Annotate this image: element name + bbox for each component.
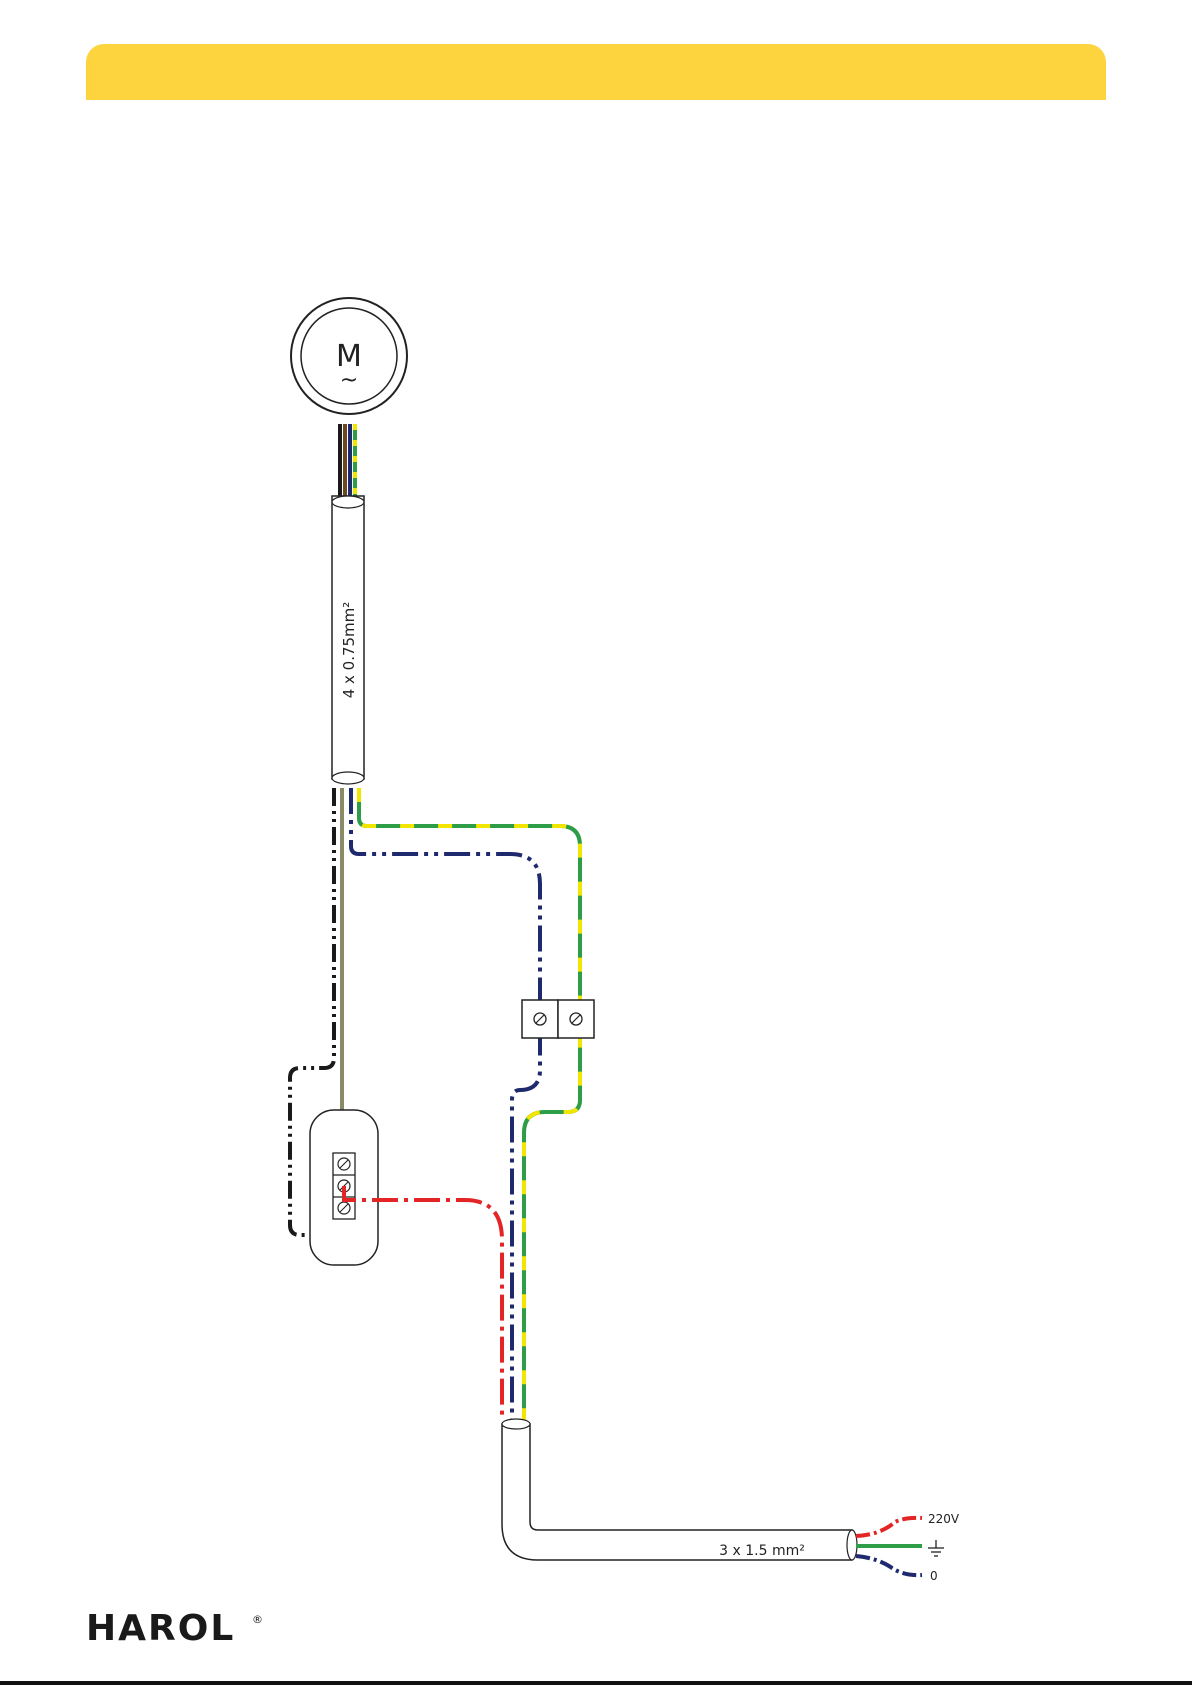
motor-cable-label: 4 x 0.75mm² [340, 602, 358, 699]
earth-ground-icon [928, 1540, 944, 1556]
neutral-wire [351, 788, 540, 1420]
registered-mark: ® [252, 1613, 263, 1626]
motor-lead-wires [340, 424, 355, 496]
live-terminal-label: 220V [928, 1512, 960, 1526]
motor-cable: 4 x 0.75mm² [332, 496, 364, 784]
motor-wave-label: ~ [340, 368, 358, 393]
neutral-terminal-label: 0 [930, 1569, 938, 1583]
terminal-block [522, 1000, 594, 1038]
supply-cable-label: 3 x 1.5 mm² [719, 1543, 805, 1559]
supply-wire-ends [856, 1518, 922, 1575]
brand-logo: HAROL [86, 1608, 235, 1649]
supply-cable: 3 x 1.5 mm² [502, 1419, 857, 1560]
motor-symbol: M ~ [291, 298, 407, 414]
bottom-rule [0, 1681, 1192, 1685]
earth-wire [359, 788, 580, 1420]
